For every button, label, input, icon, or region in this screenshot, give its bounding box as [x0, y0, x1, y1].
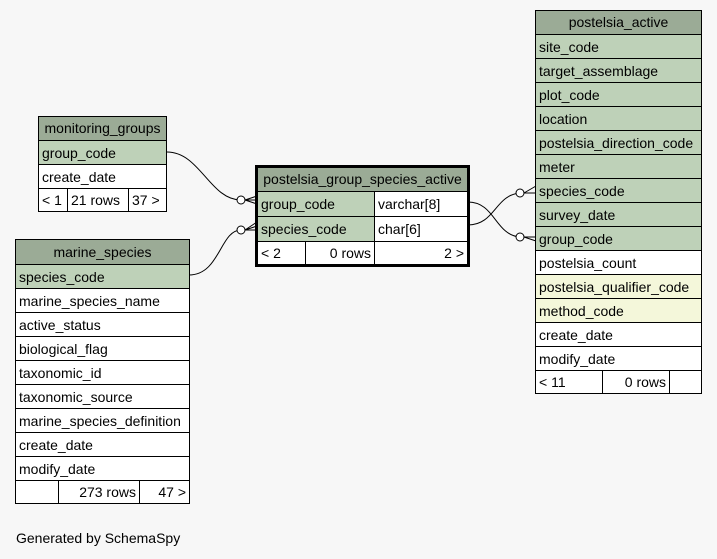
table-title[interactable]: marine_species [16, 240, 189, 265]
edge-crowfoot [523, 185, 537, 194]
parents-count[interactable]: < 2 [258, 242, 306, 264]
column-row[interactable]: location [536, 107, 701, 131]
column-type: char[6] [375, 217, 467, 241]
column-type: varchar[8] [375, 192, 467, 216]
column-row[interactable]: modify_date [16, 457, 189, 481]
column-row[interactable]: group_code varchar[8] [258, 192, 467, 217]
children-count[interactable]: 47 > [158, 484, 186, 500]
column-row[interactable]: postelsia_count [536, 251, 701, 275]
children-count [670, 371, 701, 393]
table-postelsia-group-species-active[interactable]: postelsia_group_species_active group_cod… [255, 165, 470, 267]
edge-end-circle [515, 188, 525, 198]
column-row[interactable]: modify_date [536, 347, 701, 371]
column-row[interactable]: target_assemblage [536, 59, 701, 83]
parents-count[interactable]: < 11 [536, 371, 603, 393]
parents-count [16, 481, 59, 503]
edge-end-circle [236, 225, 246, 235]
table-title[interactable]: postelsia_active [536, 11, 701, 35]
generated-by-label: Generated by SchemaSpy [16, 530, 181, 546]
table-footer: < 2 0 rows 2 > [258, 242, 467, 264]
table-title[interactable]: monitoring_groups [39, 117, 166, 141]
table-title[interactable]: postelsia_group_species_active [258, 168, 467, 192]
children-count[interactable]: 37 > [132, 192, 160, 208]
table-footer: < 1 21 rows 37 > [39, 189, 166, 211]
column-row[interactable]: group_code [39, 141, 166, 165]
edge-group-code-right [467, 192, 521, 226]
column-row[interactable]: marine_species_definition [16, 409, 189, 433]
column-row[interactable]: marine_species_name [16, 289, 189, 313]
column-row[interactable]: site_code [536, 35, 701, 59]
column-row[interactable]: postelsia_qualifier_code [536, 275, 701, 299]
column-row[interactable]: species_code char[6] [258, 217, 467, 242]
column-row[interactable]: create_date [536, 323, 701, 347]
row-count: 21 rows [68, 189, 129, 211]
row-count: 273 rows [59, 481, 140, 503]
column-row[interactable]: plot_code [536, 83, 701, 107]
column-row[interactable]: meter [536, 155, 701, 179]
column-row[interactable]: postelsia_direction_code [536, 131, 701, 155]
row-count: 0 rows [603, 371, 670, 393]
column-row[interactable]: method_code [536, 299, 701, 323]
column-name[interactable]: group_code [258, 192, 375, 216]
column-row[interactable]: taxonomic_id [16, 361, 189, 385]
children-count[interactable]: 2 > [444, 245, 464, 261]
column-row[interactable]: create_date [39, 165, 166, 189]
edge-group-code-left [166, 151, 242, 201]
table-marine-species[interactable]: marine_species species_code marine_speci… [15, 239, 190, 504]
column-row[interactable]: create_date [16, 433, 189, 457]
row-count: 0 rows [306, 242, 375, 264]
edge-end-circle [236, 195, 246, 205]
column-row[interactable]: active_status [16, 313, 189, 337]
column-row[interactable]: survey_date [536, 203, 701, 227]
edge-end-circle [515, 232, 525, 242]
edge-species-code-right [467, 201, 521, 238]
column-name[interactable]: species_code [258, 217, 375, 241]
table-footer: 273 rows 47 > [16, 481, 189, 503]
edge-species-code-left [188, 229, 242, 276]
parents-count[interactable]: < 1 [39, 189, 68, 211]
column-row[interactable]: species_code [16, 265, 189, 289]
table-monitoring-groups[interactable]: monitoring_groups group_code create_date… [38, 116, 167, 212]
table-postelsia-active[interactable]: postelsia_active site_code target_assemb… [535, 10, 702, 394]
column-row[interactable]: taxonomic_source [16, 385, 189, 409]
column-row[interactable]: species_code [536, 179, 701, 203]
edge-crowfoot [523, 236, 537, 242]
column-row[interactable]: group_code [536, 227, 701, 251]
column-row[interactable]: biological_flag [16, 337, 189, 361]
table-footer: < 11 0 rows [536, 371, 701, 393]
